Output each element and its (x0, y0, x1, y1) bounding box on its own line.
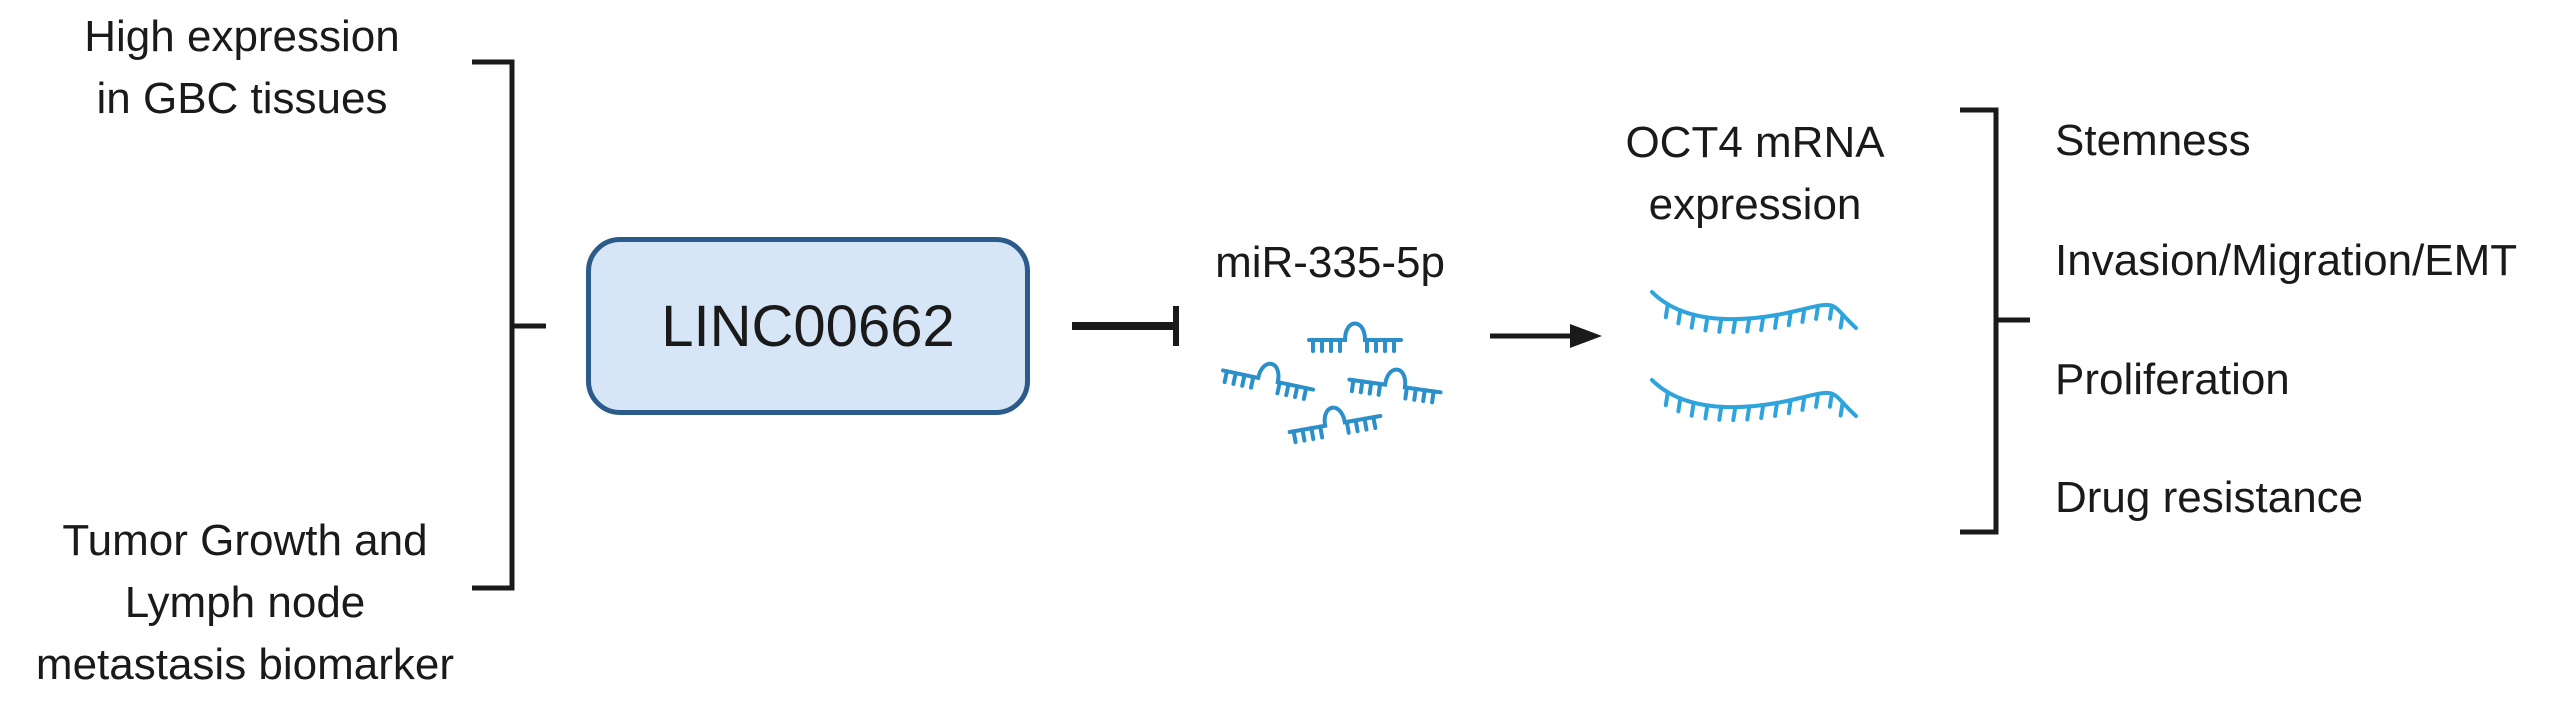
input-high-expression: High expression in GBC tissues (62, 6, 422, 130)
mirna-molecule-1 (1307, 321, 1403, 353)
mrna-strand-2 (1650, 378, 1858, 423)
input-high-expression-line-1: High expression (84, 12, 400, 61)
mirna-label: miR-335-5p (1215, 238, 1445, 287)
mrna-strand-1 (1650, 290, 1858, 335)
outcome-stemness: Stemness (2055, 116, 2251, 165)
outcome-drug-resistance: Drug resistance (2055, 473, 2364, 522)
inhibition-connector (1072, 306, 1179, 346)
input-high-expression-line-2: in GBC tissues (96, 74, 388, 123)
left-bracket (472, 59, 546, 591)
input-tumor-growth-line-2: Lymph node (124, 578, 366, 627)
input-tumor-growth: Tumor Growth and Lymph node metastasis b… (0, 510, 490, 696)
oct4-label-line-1: OCT4 mRNA (1625, 118, 1885, 167)
oct4-label: OCT4 mRNA expression (1595, 112, 1915, 236)
outcome-proliferation: Proliferation (2055, 355, 2290, 404)
mirna-icon (1221, 321, 1443, 445)
oct4-label-line-2: expression (1648, 180, 1862, 229)
mirna-molecule-4 (1287, 405, 1383, 445)
input-tumor-growth-line-1: Tumor Growth and (62, 516, 428, 565)
activation-arrow (1490, 324, 1602, 348)
outcome-invasion-migration-emt: Invasion/Migration/EMT (2055, 236, 2518, 285)
right-bracket (1960, 107, 2030, 535)
mrna-icon (1650, 290, 1858, 423)
mirna-molecule-2 (1221, 361, 1315, 401)
linc00662-label: LINC00662 (661, 293, 955, 359)
mirna-molecule-3 (1347, 367, 1443, 405)
linc00662-box: LINC00662 (586, 237, 1030, 415)
input-tumor-growth-line-3: metastasis biomarker (35, 640, 455, 689)
